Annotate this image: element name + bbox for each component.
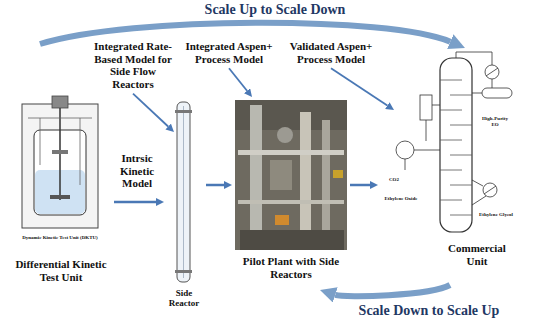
distillation-column-part: [450, 125, 472, 126]
equipment-label: Dynamic Kinetic Test Unit (DKTU): [20, 235, 100, 241]
scale-label: Scale Up to Scale Down: [180, 2, 370, 18]
dktu-vessel-part: [52, 96, 68, 108]
distillation-column-part: [450, 155, 472, 156]
stream-label: Ethylene Glycol: [478, 212, 514, 218]
distillation-column-part: [414, 150, 440, 151]
model-label: Validated Aspen+ Process Model: [288, 40, 374, 65]
flow-arrow: [206, 184, 224, 187]
distillation-column-part: [426, 120, 427, 141]
distillation-column-part: [440, 80, 462, 81]
leader-arrow: [229, 68, 247, 90]
distillation-column-part: [483, 183, 497, 197]
node-label: Side Reactor: [164, 288, 204, 309]
distillation-column-part: [486, 68, 498, 76]
pilot-plant: Pilot Plant with Side Reactors: [232, 98, 350, 290]
pilot-plant-photo-part: [250, 105, 262, 245]
distillation-column-part: [482, 88, 512, 98]
pilot-plant-photo-part: [275, 215, 289, 225]
distillation-column-part: [432, 105, 440, 106]
side-reactor-tube-part: [177, 102, 190, 282]
distillation-column-part: [484, 186, 496, 194]
model-label: Integrated Rate-Based Model for Side Flo…: [92, 40, 174, 91]
distillation-column-part: [440, 140, 462, 141]
distillation-column-part: [472, 93, 482, 94]
pilot-plant-photo-part: [322, 120, 330, 240]
distillation-column-part: [440, 58, 472, 232]
distillation-column-part: [450, 185, 472, 186]
leader-arrow: [331, 68, 387, 105]
dktu-vessel-part: [50, 195, 70, 199]
node-label: Differential Kinetic Test Unit: [12, 258, 110, 283]
distillation-column-part: [440, 200, 462, 201]
pilot-plant-photo: [235, 100, 347, 250]
distillation-column-part: [405, 159, 406, 170]
distillation-column-part: [456, 52, 492, 65]
dktu-vessel-part: [28, 118, 92, 119]
node-label: Commercial Unit: [442, 242, 512, 267]
side-reactor-tube: [175, 102, 192, 282]
dktu-vessel: [22, 96, 98, 228]
dktu-vessel-part: [22, 104, 98, 228]
scale-arrow: [335, 285, 450, 296]
node-label: Pilot Plant with Side Reactors: [241, 255, 341, 280]
distillation-column-part: [450, 215, 472, 216]
dktu-vessel-part: [40, 118, 41, 165]
distillation-column-part: [396, 141, 414, 159]
pilot-plant-photo-part: [238, 200, 344, 204]
pilot-plant-photo-part: [300, 112, 311, 242]
distillation-column-part: [420, 95, 432, 120]
flow-arrow: [350, 184, 370, 187]
pilot-plant-photo-part: [240, 230, 344, 250]
distillation-column-part: [440, 170, 462, 171]
pilot-plant-photo-part: [333, 170, 343, 178]
pilot-plant-photo-part: [277, 127, 293, 143]
pilot-plant-photo-part: [270, 160, 292, 190]
side-reactor-tube-part: [175, 270, 192, 273]
commercial-unit: Commercial Unit: [378, 48, 530, 285]
stream-label: High-Purity EO: [478, 116, 512, 128]
distillation-column-part: [472, 180, 483, 186]
distillation-column-part: [440, 110, 462, 111]
scale-label: Scale Down to Scale Up: [340, 303, 518, 319]
pilot-plant-photo-part: [238, 150, 344, 155]
dktu-vessel-part: [80, 118, 81, 185]
flow-arrow: [114, 201, 156, 204]
test-unit: Differential Kinetic Test Unit: [8, 44, 114, 292]
pilot-plant-photo-part: [235, 100, 347, 250]
distillation-column: [396, 52, 512, 232]
side-reactor: Side Reactor: [164, 100, 206, 315]
distillation-column-part: [450, 95, 472, 96]
stream-label: CO2: [384, 177, 404, 183]
leader-arrow: [133, 94, 168, 127]
distillation-column-part: [492, 79, 493, 88]
model-label: Integrated Aspen+ Process Model: [182, 40, 276, 65]
side-reactor-tube-part: [175, 110, 192, 113]
distillation-column-part: [485, 65, 499, 79]
dktu-vessel-part: [52, 150, 68, 154]
edge-label: Intrsic Kinetic Model: [114, 152, 160, 190]
distillation-column-part: [472, 196, 486, 205]
stream-label: Ethylene Oxide: [384, 196, 418, 202]
side-reactor-tube-part: [183, 106, 184, 278]
